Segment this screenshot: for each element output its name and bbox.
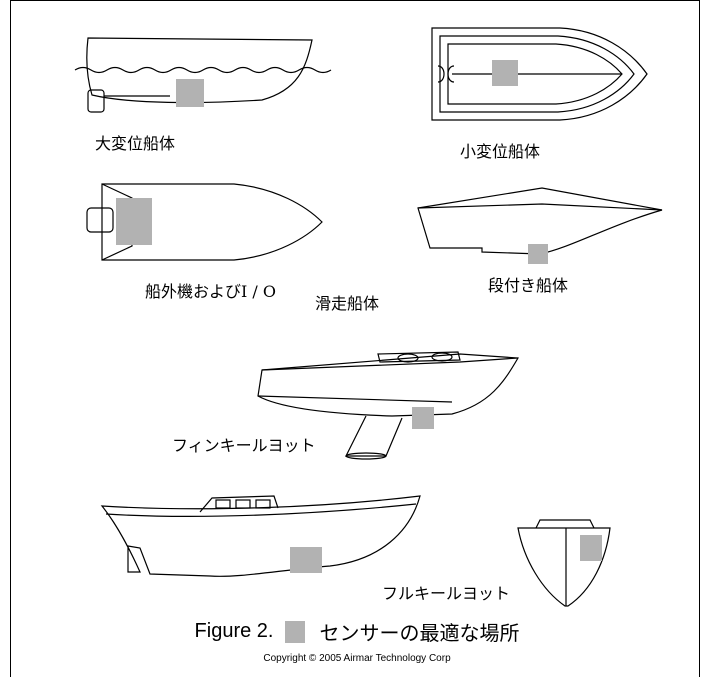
- label-planing-hull: 滑走船体: [315, 294, 380, 313]
- large-displacement-hull: [74, 37, 332, 113]
- figure-number: Figure 2.: [194, 620, 274, 642]
- sensor-location: [412, 407, 434, 429]
- sensor-location: [116, 198, 152, 245]
- figure-caption: Figure 2. センサーの最適な場所: [0, 617, 714, 646]
- sensor-location: [528, 244, 548, 264]
- sensor-location: [290, 547, 322, 573]
- copyright-notice: Copyright © 2005 Airmar Technology Corp: [263, 653, 451, 664]
- label-large-displacement-hull: 大変位船体: [95, 134, 176, 153]
- sensor-location: [580, 535, 602, 561]
- stepped-hull: [417, 187, 663, 264]
- figure-frame: [10, 0, 700, 677]
- figure-caption-text: センサーの最適な場所: [319, 621, 520, 645]
- small-displacement-hull: [431, 27, 648, 121]
- full-keel-yacht-section: [517, 519, 611, 607]
- label-fin-keel-yacht: フィンキールヨット: [172, 436, 316, 455]
- outboard-planing-hull: [86, 183, 323, 261]
- label-full-keel-yacht: フルキールヨット: [382, 584, 511, 603]
- label-stepped-hull: 段付き船体: [488, 276, 569, 295]
- fin-keel-yacht: [257, 351, 520, 460]
- full-keel-yacht: [100, 495, 421, 577]
- label-outboard-io: 船外機およびI / O: [145, 282, 277, 301]
- sensor-swatch: [285, 620, 306, 643]
- label-small-displacement-hull: 小変位船体: [460, 142, 541, 161]
- sensor-location: [176, 79, 204, 107]
- sensor-location: [492, 60, 518, 86]
